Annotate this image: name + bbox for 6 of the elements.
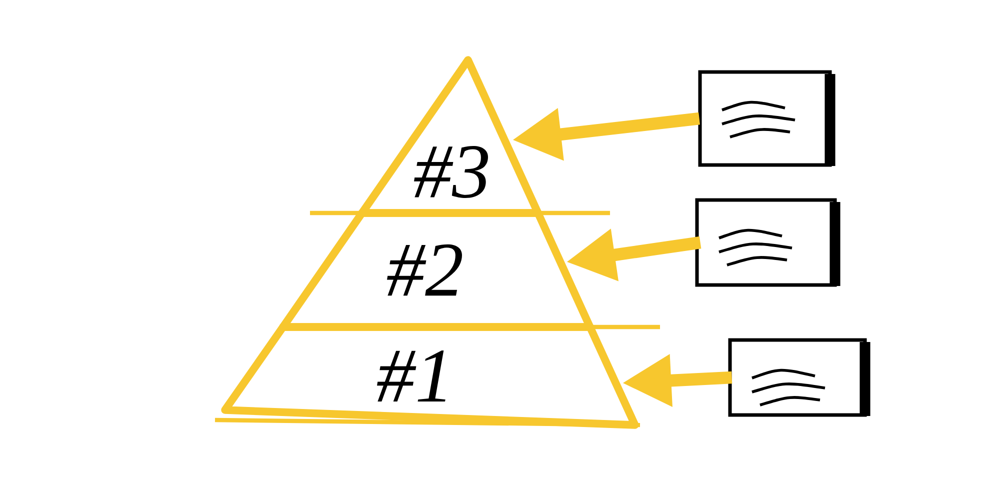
pyramid-level: #3: [358, 56, 542, 217]
pyramid-level: #2: [279, 209, 594, 331]
document-icon: [698, 70, 836, 167]
document-icon: [695, 198, 840, 287]
document-icon: [728, 338, 870, 417]
pyramid-level: #1: [221, 323, 639, 429]
